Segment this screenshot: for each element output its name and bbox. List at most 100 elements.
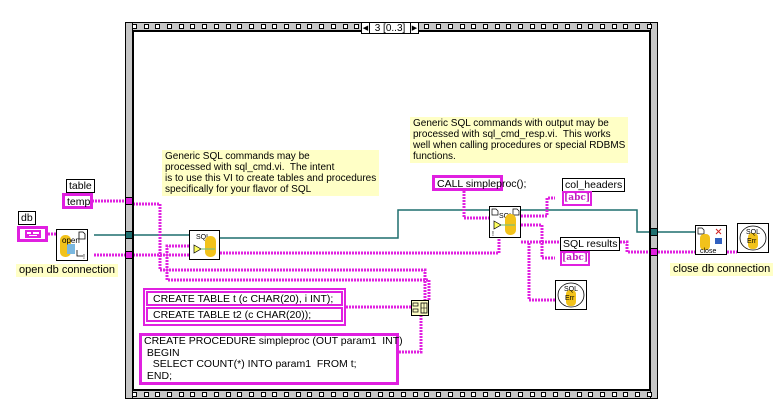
frame-strip-square [623,392,628,397]
frame-strip-square [647,392,652,397]
frame-strip-square [378,392,383,397]
wire-resp-to-col-headers [521,196,555,218]
frame-strip-square [541,392,546,397]
frame-strip-square [167,392,172,397]
build-array-node[interactable] [411,300,429,316]
frame-strip-square [436,24,441,29]
create-procedure-constant[interactable]: CREATE PROCEDURE simpleproc (OUT param1 … [139,333,403,385]
sql-cmd-resp-vi[interactable]: SQL ! [489,206,521,238]
tunnel-error-out[interactable] [650,248,658,256]
open-vi-icon: open ! [60,231,86,261]
db-control[interactable] [17,226,48,242]
frame-strip-square [541,24,546,29]
frame-strip-square [553,24,558,29]
frame-strip-square [296,24,301,29]
frame-strip-square [647,24,652,29]
frame-strip-square [272,392,277,397]
frame-strip-square [354,24,359,29]
frame-strip-square [354,392,359,397]
frame-selector[interactable]: ◀ 3 [0..3] ▶ [361,22,419,34]
frame-strip-square [448,24,453,29]
svg-text:SQL: SQL [196,234,210,241]
frame-strip-square [307,24,312,29]
frame-strip-square [401,392,406,397]
frame-strip-square [436,392,441,397]
frame-strip-square [343,392,348,397]
frame-strip-square [471,24,476,29]
prev-frame-arrow-icon[interactable]: ◀ [362,25,369,32]
frame-strip-square [202,392,207,397]
frame-strip-square [214,392,219,397]
frame-strip-square [144,392,149,397]
frame-strip-square [261,392,266,397]
tunnel-table-string[interactable] [125,197,133,205]
frame-strip-square [226,24,231,29]
wire-error-sqlcmd-to-resp [220,237,501,255]
frame-strip-square [331,392,336,397]
create-table-t2[interactable]: CREATE TABLE t2 (c CHAR(20)); [146,307,343,322]
frame-strip-square [495,24,500,29]
frame-strip-square [565,24,570,29]
frame-strip-square [424,392,429,397]
frame-strip-square [518,24,523,29]
frame-strip-square [366,392,371,397]
frame-strip-square [237,24,242,29]
frame-strip-square [635,392,640,397]
col-headers-indicator[interactable]: [abc] [562,191,592,206]
wire-call-to-resp [462,191,489,220]
sequence-frame-left [125,22,133,399]
tunnel-refnum-in[interactable] [125,231,133,239]
sql-error-handler-inner-vi[interactable]: SQL Err [555,280,587,310]
frame-strip-square [284,24,289,29]
frame-strip-square [623,24,628,29]
svg-text:open: open [62,236,80,245]
close-db-connection-vi[interactable]: close [695,225,727,255]
wire-build-to-sqlcmd [165,244,431,300]
frame-strip-square [518,392,523,397]
frame-strip-square [167,24,172,29]
sql-cmd-resp-vi-icon: SQL ! [491,208,520,238]
frame-strip-square [319,392,324,397]
tunnel-error-in[interactable] [125,251,133,259]
svg-text:close: close [700,248,716,254]
svg-text:Err: Err [565,295,575,302]
wire-create-proc-to-build [399,316,423,354]
frame-strip-square [237,392,242,397]
frame-strip-square [307,392,312,397]
frame-strip-square [612,24,617,29]
frame-strip-square [272,24,277,29]
svg-text:Err: Err [747,238,757,245]
frame-strip-square [577,24,582,29]
frame-strip-square [530,24,535,29]
close-vi-icon: close [697,227,722,255]
open-db-connection-vi[interactable]: open ! [56,229,88,261]
frame-strip-square [155,24,160,29]
sql-error-handler-outer-vi[interactable]: SQL Err [737,223,769,253]
tunnel-refnum-out[interactable] [650,228,658,236]
table-control[interactable]: temp [62,193,93,209]
sequence-frame-right [650,22,658,399]
frame-strip-square [424,24,429,29]
close-db-connection-label: close db connection [670,263,774,276]
frame-strip-square [460,24,465,29]
next-frame-arrow-icon[interactable]: ▶ [411,25,418,32]
call-constant[interactable]: CALL simpleproc(); [432,175,526,191]
frame-strip-square [155,392,160,397]
create-table-t[interactable]: CREATE TABLE t (c CHAR(20), i INT); [146,291,343,306]
sql-cmd-resp-comment: Generic SQL commands with output may be … [410,117,629,163]
frame-strip-square [530,392,535,397]
frame-strip-square [284,392,289,397]
frame-strip-square [226,392,231,397]
db-label: db [18,211,36,225]
sql-cmd-comment: Generic SQL commands may be processed wi… [162,150,380,196]
frame-strip-square [249,392,254,397]
frame-strip-square [214,24,219,29]
frame-strip-square [565,392,570,397]
frame-strip-square [202,24,207,29]
sql-results-indicator[interactable]: [abc] [560,251,590,266]
open-db-connection-label: open db connection [16,264,119,277]
cluster-icon [24,230,41,238]
create-tables-array-constant[interactable]: CREATE TABLE t (c CHAR(20), i INT); CREA… [143,288,346,326]
sql-cmd-vi[interactable]: SQL [189,230,220,260]
frame-strip-square [261,24,266,29]
